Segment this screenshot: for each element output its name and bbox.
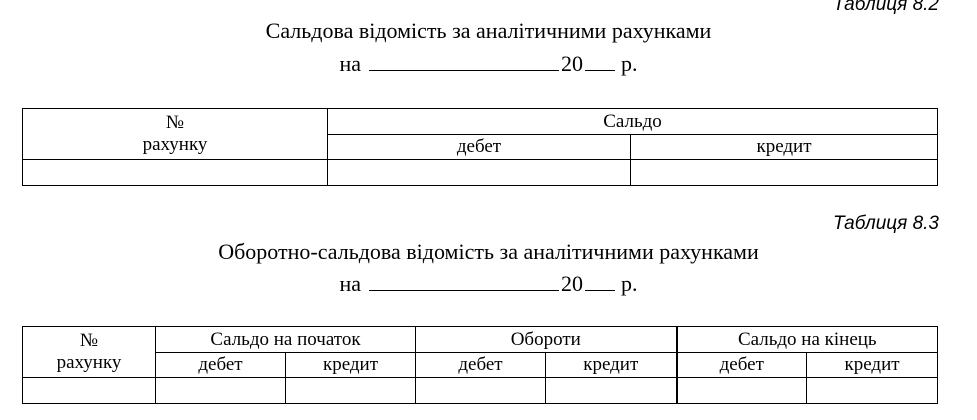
date-suffix: р.	[621, 51, 638, 76]
header-turnovers: Обороти	[414, 326, 678, 353]
header-saldo-end: Сальдо на кінець	[675, 326, 939, 353]
cell-empty	[415, 377, 546, 404]
cell-empty	[675, 377, 808, 404]
header-turnover-credit: кредит	[544, 352, 678, 378]
table-row	[22, 377, 939, 404]
table-row	[22, 159, 938, 186]
cell-empty	[544, 377, 678, 404]
date-line-8-3: на 20 р.	[0, 270, 977, 297]
header-number-sign: №	[165, 112, 185, 133]
date-year: 20	[561, 271, 584, 296]
table-caption-8-3: Таблиця 8.3	[832, 213, 939, 234]
year-blank-field	[585, 50, 616, 71]
header-end-debit: дебет	[675, 352, 808, 378]
header-account-number: № рахунку	[22, 326, 156, 378]
header-account-number: № рахунку	[22, 108, 328, 160]
header-saldo: Сальдо	[327, 108, 938, 135]
header-number-sign: №	[79, 330, 99, 351]
header-end-credit: кредит	[806, 352, 939, 378]
date-blank-field	[369, 270, 560, 291]
date-prefix: на	[339, 51, 362, 76]
cell-empty	[630, 159, 938, 186]
date-suffix: р.	[621, 271, 638, 296]
header-start-credit: кредит	[285, 352, 416, 378]
year-blank-field	[585, 270, 616, 291]
header-account-label: рахунку	[142, 134, 208, 155]
table-title-8-2: Сальдова відомість за аналітичними рахун…	[265, 18, 712, 43]
header-turnover-debit: дебет	[415, 352, 546, 378]
cell-empty	[22, 159, 328, 186]
cell-empty	[22, 377, 156, 404]
turnover-saldo-statement-table: № рахунку Сальдо на початок Обороти Саль…	[22, 326, 939, 404]
date-blank-field	[369, 50, 560, 71]
cell-empty	[285, 377, 416, 404]
header-debit: дебет	[327, 134, 631, 160]
header-credit: кредит	[630, 134, 938, 160]
date-line-8-2: на 20 р.	[0, 50, 977, 77]
cell-empty	[155, 377, 286, 404]
date-prefix: на	[339, 271, 362, 296]
header-start-debit: дебет	[155, 352, 286, 378]
header-saldo-start: Сальдо на початок	[155, 326, 416, 353]
table-title-8-3: Оборотно-сальдова відомість за аналітичн…	[218, 239, 759, 264]
cell-empty	[806, 377, 939, 404]
cell-empty	[327, 159, 631, 186]
table-caption-8-2: Таблиця 8.2	[832, 0, 939, 15]
date-year: 20	[561, 51, 584, 76]
saldo-statement-table: № рахунку Сальдо дебет кредит	[22, 108, 938, 186]
header-account-label: рахунку	[56, 352, 122, 373]
